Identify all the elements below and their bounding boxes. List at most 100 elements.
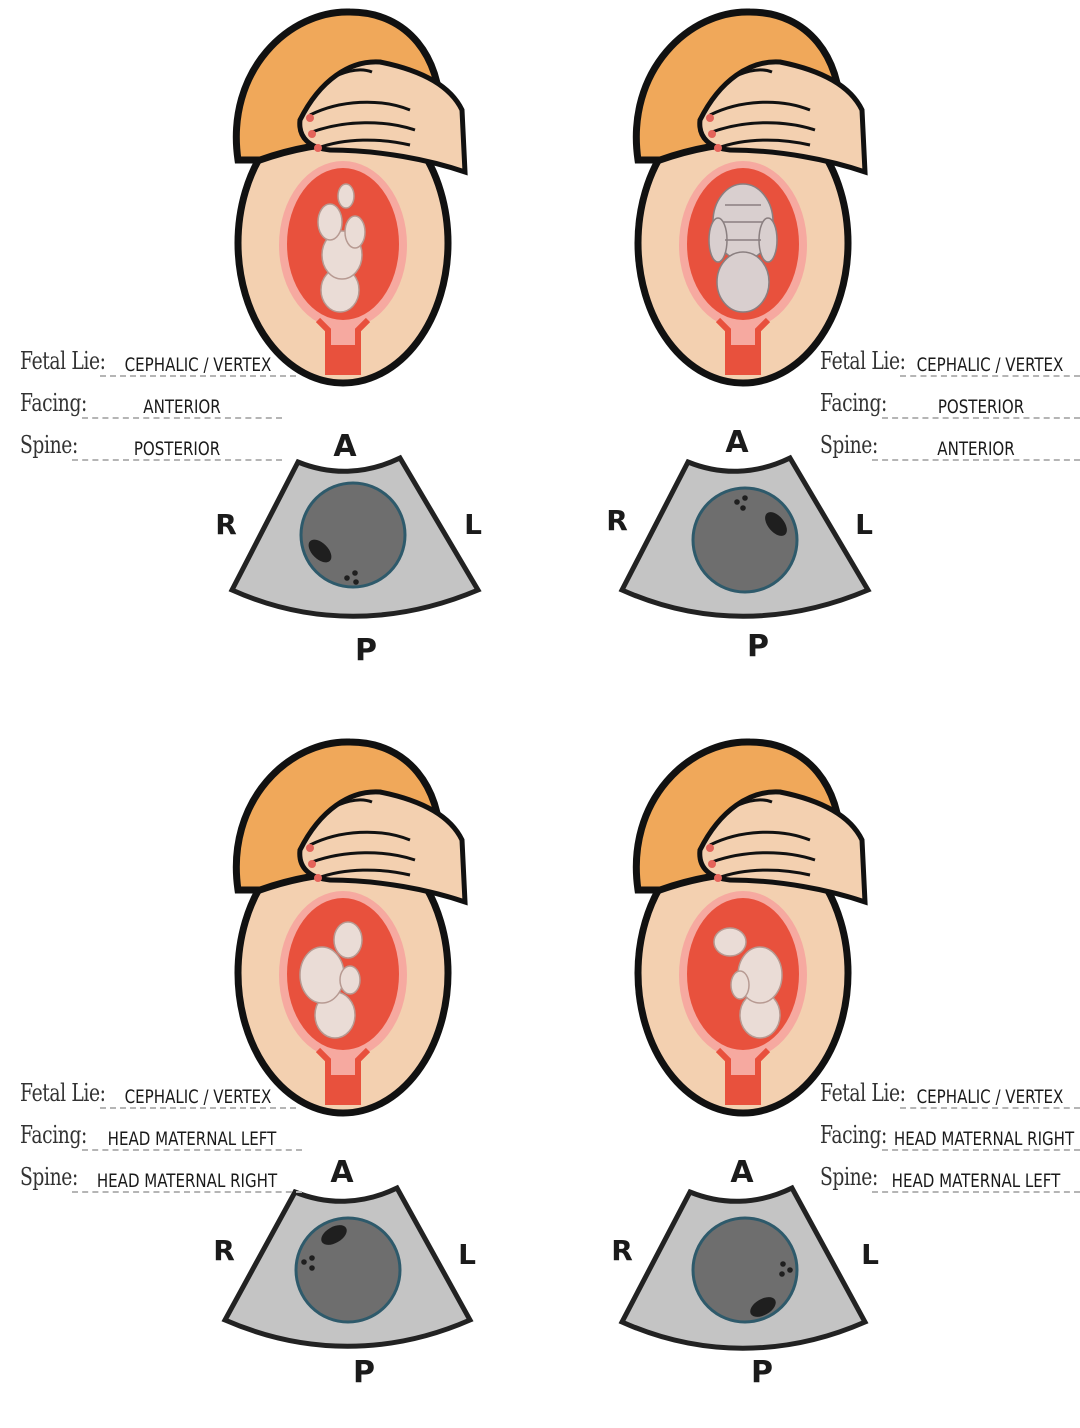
- fetal-position-form: Fetal Lie: CEPHALIC / VERTEX Facing: HEA…: [820, 1077, 1080, 1203]
- fetus-figure: [317, 183, 366, 313]
- answer-line: [82, 1149, 302, 1151]
- fetal-position-form: Fetal Lie: CEPHALIC / VERTEX Facing: HEA…: [20, 1077, 310, 1203]
- maternal-illustration: A R L P: [606, 8, 873, 664]
- facing-label: Facing:: [820, 389, 887, 417]
- facing-row: Facing: POSTERIOR: [820, 387, 1080, 429]
- maternal-illustration: A R L P: [611, 738, 879, 1390]
- spine-value: ANTERIOR: [937, 438, 1015, 460]
- facing-row: Facing: HEAD MATERNAL RIGHT: [820, 1119, 1080, 1161]
- fetal-spine-dot: [344, 575, 350, 581]
- vaginal-canal: [330, 345, 356, 373]
- fetal-spine-dot: [309, 1265, 315, 1271]
- spine-value: POSTERIOR: [133, 438, 221, 460]
- fetal-spine-dot: [742, 495, 748, 501]
- fetal-lie-row: Fetal Lie: CEPHALIC / VERTEX: [820, 1077, 1080, 1119]
- fetus-figure: [299, 921, 363, 1039]
- direction-right: R: [213, 1234, 235, 1267]
- direction-right: R: [611, 1234, 633, 1267]
- fetal-spine-dot: [301, 1259, 307, 1265]
- fetal-spine-dot: [352, 570, 358, 576]
- fetal-spine-dot: [740, 505, 746, 511]
- panel-bottom-right: A R L P Fetal Lie: CEPHALIC / VERTEX Fac…: [400, 730, 1080, 1428]
- spine-label: Spine:: [820, 1163, 878, 1191]
- facing-value: POSTERIOR: [937, 396, 1025, 418]
- direction-left: L: [458, 1238, 476, 1271]
- fetal-face-marker: [750, 1297, 776, 1317]
- answer-line: [900, 375, 1080, 377]
- maternal-illustration: A R L P: [213, 738, 476, 1390]
- fetus-figure: [708, 183, 778, 313]
- fetal-lie-value: CEPHALIC / VERTEX: [124, 354, 272, 376]
- ultrasound-fan: A R L P: [215, 429, 482, 668]
- panel-bottom-left: A R L P Fetal Lie: CEPHALIC / VERTEX Fac…: [0, 730, 540, 1428]
- fetal-spine-dot: [353, 579, 359, 585]
- panel-top-right: A R L P Fetal Lie: CEPHALIC / VERTEX Fac…: [400, 0, 1080, 698]
- spine-label: Spine:: [20, 431, 78, 459]
- direction-left: L: [464, 508, 482, 541]
- answer-line: [72, 1191, 302, 1193]
- fetal-position-form: Fetal Lie: CEPHALIC / VERTEX Facing: POS…: [820, 345, 1080, 471]
- fetal-spine-dot: [787, 1267, 793, 1273]
- fetal-lie-value: CEPHALIC / VERTEX: [916, 354, 1064, 376]
- direction-left: L: [855, 508, 873, 541]
- fetal-lie-row: Fetal Lie: CEPHALIC / VERTEX: [820, 345, 1080, 387]
- fetal-spine-dot: [734, 499, 740, 505]
- fetal-face-marker: [765, 512, 787, 536]
- fetal-head-cross-section: [691, 1216, 799, 1324]
- fetal-spine-dot: [780, 1261, 786, 1267]
- panel-top-left: A R L P Fetal Lie: CEPHALIC / VERTEX Fac…: [0, 0, 540, 698]
- fetal-lie-label: Fetal Lie:: [20, 1079, 106, 1107]
- facing-value: HEAD MATERNAL LEFT: [107, 1128, 277, 1150]
- facing-label: Facing:: [20, 389, 87, 417]
- fetal-lie-label: Fetal Lie:: [20, 347, 106, 375]
- spine-row: Spine: ANTERIOR: [820, 429, 1080, 471]
- spine-row: Spine: HEAD MATERNAL LEFT: [820, 1161, 1080, 1203]
- facing-value: HEAD MATERNAL RIGHT: [893, 1128, 1075, 1150]
- answer-line: [872, 459, 1080, 461]
- fetus-figure: [713, 927, 783, 1039]
- direction-anterior: A: [725, 425, 749, 460]
- direction-anterior: A: [730, 1155, 754, 1190]
- spine-value: HEAD MATERNAL LEFT: [891, 1170, 1061, 1192]
- direction-posterior: P: [355, 633, 377, 668]
- answer-line: [900, 1107, 1080, 1109]
- answer-line: [72, 459, 282, 461]
- fetal-face-marker: [308, 539, 332, 563]
- fetal-lie-row: Fetal Lie: CEPHALIC / VERTEX: [20, 345, 310, 387]
- direction-posterior: P: [353, 1355, 375, 1390]
- fetal-lie-label: Fetal Lie:: [820, 1079, 906, 1107]
- fetal-position-form: Fetal Lie: CEPHALIC / VERTEX Facing: ANT…: [20, 345, 310, 471]
- answer-line: [872, 1191, 1080, 1193]
- direction-left: L: [861, 1238, 879, 1271]
- fetal-head-cross-section: [294, 1216, 402, 1324]
- answer-line: [82, 417, 282, 419]
- facing-row: Facing: ANTERIOR: [20, 387, 310, 429]
- fetal-spine-dot: [309, 1255, 315, 1261]
- direction-anterior: A: [333, 429, 357, 464]
- answer-line: [100, 1107, 296, 1109]
- maternal-illustration: A R L P: [215, 8, 482, 668]
- fetal-lie-label: Fetal Lie:: [820, 347, 906, 375]
- fetal-lie-value: CEPHALIC / VERTEX: [124, 1086, 272, 1108]
- ultrasound-fan: A R L P: [213, 1155, 476, 1390]
- facing-value: ANTERIOR: [143, 396, 221, 418]
- direction-anterior: A: [330, 1155, 354, 1190]
- ultrasound-fan: A R L P: [611, 1155, 879, 1390]
- facing-label: Facing:: [20, 1121, 87, 1149]
- ultrasound-fan: A R L P: [606, 425, 873, 664]
- direction-right: R: [606, 504, 628, 537]
- direction-posterior: P: [747, 629, 769, 664]
- facing-label: Facing:: [820, 1121, 887, 1149]
- facing-row: Facing: HEAD MATERNAL LEFT: [20, 1119, 310, 1161]
- fetal-lie-value: CEPHALIC / VERTEX: [916, 1086, 1064, 1108]
- spine-label: Spine:: [20, 1163, 78, 1191]
- answer-line: [882, 1149, 1080, 1151]
- direction-right: R: [215, 508, 237, 541]
- direction-posterior: P: [751, 1355, 773, 1390]
- hand: [297, 59, 468, 176]
- spine-value: HEAD MATERNAL RIGHT: [96, 1170, 278, 1192]
- fetal-spine-dot: [779, 1271, 785, 1277]
- fetal-face-marker: [321, 1225, 347, 1245]
- fetal-head-cross-section: [691, 486, 799, 594]
- answer-line: [882, 417, 1080, 419]
